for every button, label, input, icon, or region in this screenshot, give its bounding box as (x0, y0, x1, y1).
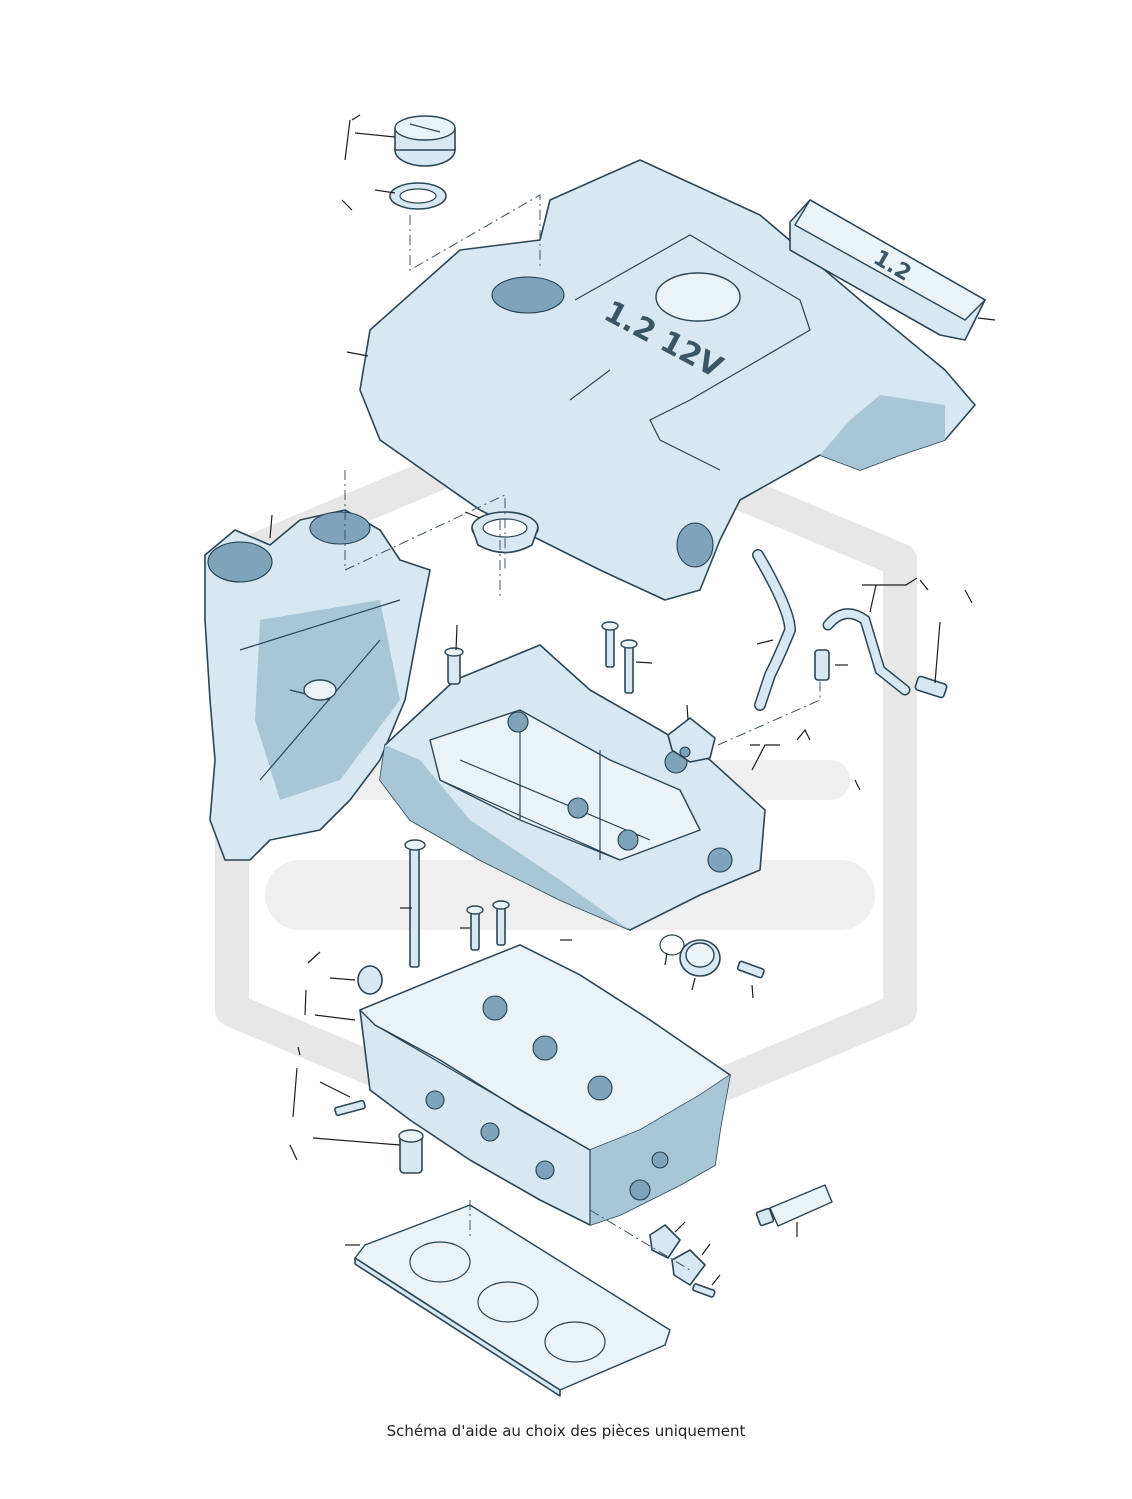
hose-connector-1[interactable] (814, 649, 830, 681)
locating-sleeve[interactable] (398, 1129, 424, 1174)
oil-filler-cap-seal[interactable] (389, 182, 447, 210)
cylinder-head-gasket[interactable] (354, 1204, 671, 1397)
bolt-long-1[interactable] (601, 621, 619, 668)
cover-plate-1[interactable] (649, 1224, 681, 1259)
breather-hose-2[interactable] (822, 608, 911, 696)
camshaft-housing[interactable] (379, 644, 766, 931)
cylinder-head-bolt[interactable] (404, 839, 426, 968)
cover-badge[interactable]: 1.2 (789, 199, 986, 341)
cover-plate-2[interactable] (671, 1249, 706, 1286)
bolt-long-2[interactable] (620, 639, 638, 694)
sealant-tube[interactable] (755, 1184, 833, 1227)
small-bolt-1[interactable] (466, 905, 484, 951)
cap-bolt[interactable] (736, 960, 765, 979)
oil-filler-cap[interactable] (394, 115, 456, 167)
small-bolt-2[interactable] (492, 900, 510, 946)
engine-cover[interactable]: 1.2 12V (359, 159, 976, 601)
stud[interactable] (334, 1099, 366, 1117)
sealing-plug[interactable] (357, 965, 383, 995)
breather-valve[interactable] (444, 647, 464, 685)
leader-lines (269, 114, 996, 1286)
o-ring[interactable] (659, 934, 685, 956)
camshaft-sensor[interactable] (667, 717, 716, 763)
timing-case-cover[interactable] (204, 509, 431, 861)
plate-bolt[interactable] (692, 1283, 716, 1298)
end-cap[interactable] (679, 939, 721, 977)
cylinder-head[interactable] (359, 944, 731, 1226)
breather-hose-1[interactable] (752, 549, 797, 711)
diagram-caption: Schéma d'aide au choix des pièces unique… (386, 1422, 746, 1440)
hose-connector-2[interactable] (914, 675, 948, 699)
assembly-lines (344, 194, 821, 1271)
